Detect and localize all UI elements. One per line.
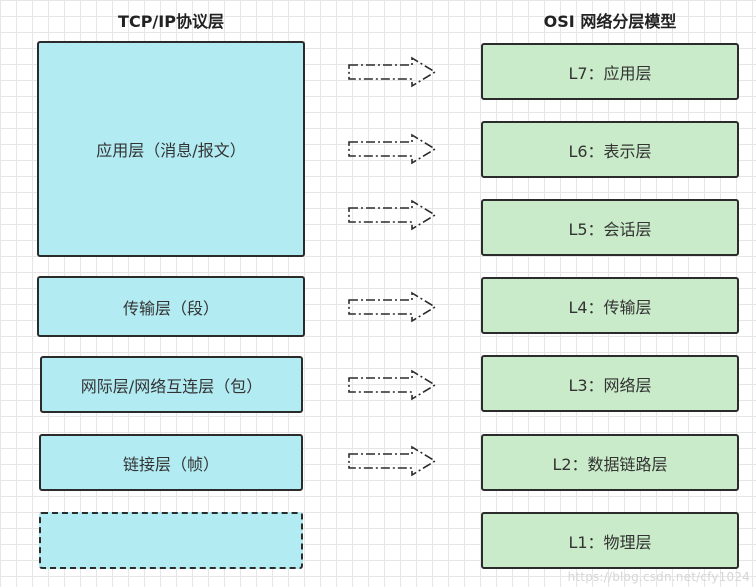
osi-layer-l2: L2：数据链路层 bbox=[481, 434, 739, 491]
osi-layer-l4: L4：传输层 bbox=[481, 277, 739, 334]
osi-layer-l5-label: L5：会话层 bbox=[568, 219, 652, 239]
arrow-to-l3 bbox=[348, 369, 437, 401]
osi-layer-l1: L1：物理层 bbox=[481, 512, 739, 569]
osi-layer-l6: L6：表示层 bbox=[481, 121, 739, 178]
osi-heading: OSI 网络分层模型 bbox=[543, 12, 677, 31]
tcpip-internet-layer: 网际层/网络互连层（包） bbox=[40, 356, 303, 413]
arrow-to-l4 bbox=[348, 291, 437, 323]
tcpip-internet-layer-label: 网际层/网络互连层（包） bbox=[80, 376, 263, 396]
osi-layer-l3: L3：网络层 bbox=[481, 355, 739, 412]
tcpip-link-layer: 链接层（帧） bbox=[39, 434, 303, 491]
tcpip-application-layer-label: 应用层（消息/报文） bbox=[96, 141, 246, 160]
osi-layer-l6-label: L6：表示层 bbox=[568, 141, 652, 161]
osi-layer-l7-label: L7：应用层 bbox=[568, 63, 652, 83]
osi-layer-l4-label: L4：传输层 bbox=[568, 297, 652, 317]
tcpip-link-layer-label: 链接层（帧） bbox=[122, 454, 219, 474]
tcpip-transport-layer: 传输层（段） bbox=[37, 276, 305, 337]
tcpip-physical-placeholder bbox=[39, 512, 303, 569]
arrow-to-l7 bbox=[348, 56, 437, 88]
arrow-to-l5 bbox=[348, 199, 437, 231]
tcpip-heading: TCP/IP协议层 bbox=[118, 12, 224, 31]
osi-layer-l7: L7：应用层 bbox=[481, 43, 739, 100]
arrow-to-l6 bbox=[348, 133, 437, 165]
osi-layer-l2-label: L2：数据链路层 bbox=[552, 454, 668, 474]
arrow-to-l2 bbox=[348, 445, 437, 477]
tcpip-transport-layer-label: 传输层（段） bbox=[122, 298, 219, 318]
osi-layer-l1-label: L1：物理层 bbox=[568, 532, 652, 552]
osi-layer-l5: L5：会话层 bbox=[481, 199, 739, 256]
watermark: https://blog.csdn.net/cfy1024 bbox=[567, 570, 750, 584]
osi-layer-l3-label: L3：网络层 bbox=[568, 375, 652, 395]
tcpip-application-layer: 应用层（消息/报文） bbox=[37, 41, 305, 257]
